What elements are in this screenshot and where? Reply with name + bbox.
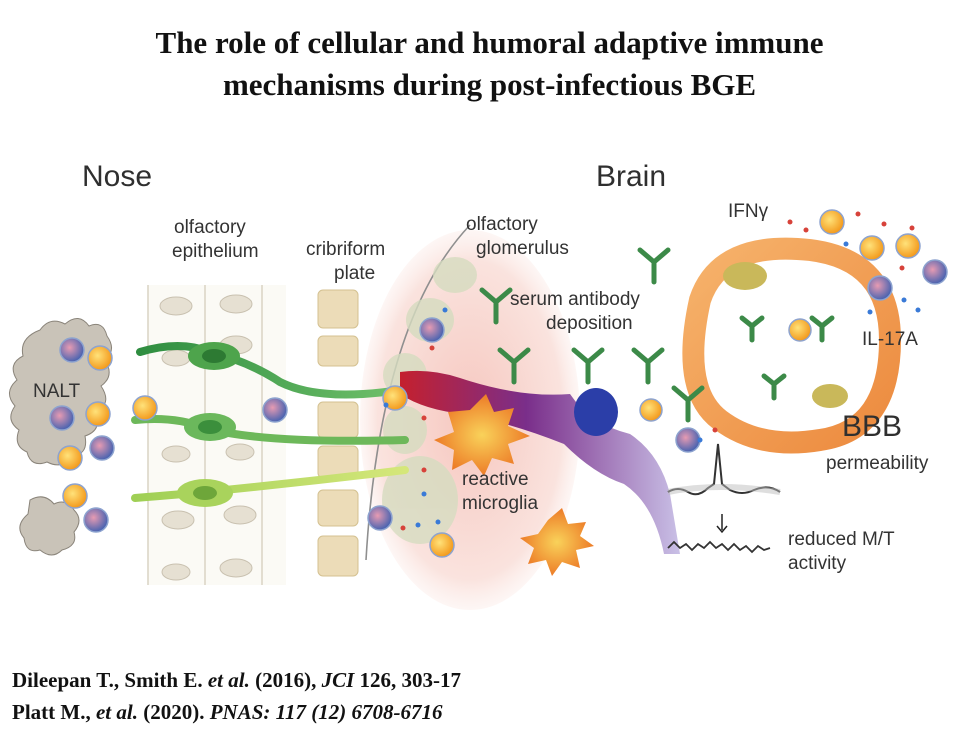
label-mt-line2: activity [788, 553, 847, 574]
label-reduced-mt-activity: reduced M/T activity [788, 528, 895, 576]
reference-2: Platt M., et al. (2020). PNAS: 117 (12) … [12, 696, 461, 728]
label-reactive-microglia: reactive microglia [462, 468, 538, 516]
label-nalt: NALT [33, 381, 81, 402]
microglia-cells [434, 394, 594, 576]
label-serum-line2: deposition [546, 313, 633, 334]
label-olfactory-glomerulus: olfactory glomerulus [466, 213, 569, 261]
title-line-1: The role of cellular and humoral adaptiv… [155, 25, 824, 60]
nalt-tissue [9, 318, 112, 556]
cytokine-dots [383, 211, 921, 531]
mitral-cell [400, 370, 680, 554]
activity-traces [667, 443, 781, 554]
label-olfactory-epithelium: olfactory epithelium [172, 216, 259, 264]
ref1-authors: Dileepan T., Smith E. [12, 668, 208, 692]
label-mt-line1: reduced M/T [788, 529, 895, 550]
ref2-year: (2020). [137, 700, 210, 724]
label-serum-antibody: serum antibody deposition [510, 288, 640, 336]
ref1-journal: JCI [321, 668, 355, 692]
label-bbb: BBB [842, 410, 903, 443]
reference-1: Dileepan T., Smith E. et al. (2016), JCI… [12, 664, 461, 696]
ref1-etal: et al. [207, 668, 250, 692]
label-il17a: IL-17A [862, 329, 918, 350]
cribriform-plate [317, 289, 359, 577]
label-cribriform-plate: cribriform plate [306, 238, 385, 286]
figure-title: The role of cellular and humoral adaptiv… [0, 22, 979, 106]
ref1-rest: 126, 303-17 [354, 668, 462, 692]
label-glomerulus-line2: glomerulus [476, 238, 569, 259]
label-permeability: permeability [826, 453, 929, 474]
antibodies [479, 247, 835, 423]
blood-vessel-bbb [682, 237, 902, 454]
label-nose: Nose [82, 160, 153, 193]
ref2-etal: et al. [95, 700, 138, 724]
label-olfactory-epithelium-line2: epithelium [172, 241, 259, 262]
label-microglia-line2: microglia [462, 493, 539, 514]
immune-cells [49, 209, 948, 558]
label-serum-line1: serum antibody [510, 289, 640, 310]
label-microglia-line1: reactive [462, 469, 529, 490]
label-brain: Brain [596, 160, 667, 193]
label-olfactory-epithelium-line1: olfactory [174, 217, 246, 238]
label-cribriform-line1: cribriform [306, 239, 386, 260]
olfactory-sensory-neurons [131, 342, 409, 507]
label-ifn-gamma: IFNγ [728, 201, 769, 222]
label-cribriform-line2: plate [334, 263, 376, 284]
ref2-authors: Platt M., [12, 700, 96, 724]
label-glomerulus-line1: olfactory [466, 214, 538, 235]
ref1-year: (2016), [249, 668, 322, 692]
ref2-journal: PNAS: 117 (12) 6708-6716 [209, 700, 443, 724]
references: Dileepan T., Smith E. et al. (2016), JCI… [12, 664, 461, 728]
title-line-2: mechanisms during post-infectious BGE [222, 67, 757, 102]
